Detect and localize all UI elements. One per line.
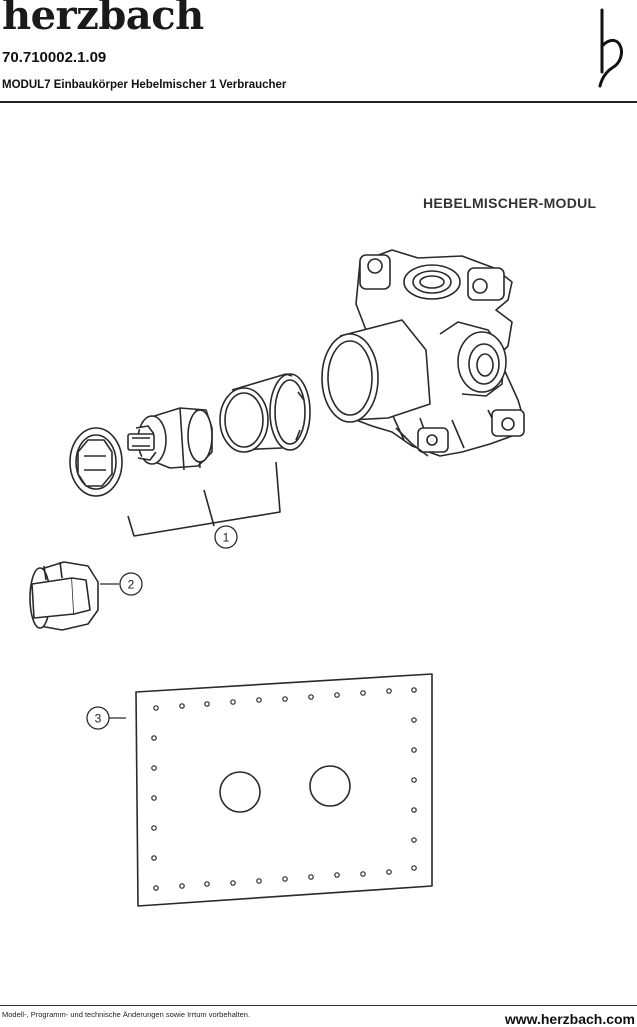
callout-1-bracket bbox=[127, 461, 281, 537]
article-number: 70.710002.1.09 bbox=[2, 49, 107, 66]
footer-disclaimer: Modell-, Programm- und technische Änderu… bbox=[2, 1010, 251, 1019]
callout-2: 2 bbox=[100, 572, 143, 596]
footer-website[interactable]: www.herzbach.com bbox=[504, 1011, 635, 1027]
callout-2-number: 2 bbox=[128, 578, 135, 592]
module-label: HEBELMISCHER-MODUL bbox=[423, 195, 597, 211]
flush-plug bbox=[29, 561, 99, 631]
callout-3-number: 3 bbox=[95, 712, 102, 726]
brand-wordmark: herzbach bbox=[2, 0, 204, 39]
valve-body-front-cylinder bbox=[321, 319, 431, 423]
mixer-cartridge bbox=[127, 407, 213, 471]
plaster-protection-plate bbox=[135, 673, 433, 907]
callout-1-number: 1 bbox=[223, 531, 230, 545]
mounting-sleeve bbox=[219, 373, 311, 453]
callout-1: 1 bbox=[214, 525, 238, 549]
hex-bonnet-nut bbox=[69, 427, 123, 497]
header-divider bbox=[0, 101, 637, 103]
plate-holes bbox=[151, 687, 417, 891]
callout-3: 3 bbox=[86, 706, 126, 730]
product-title: MODUL7 Einbaukörper Hebelmischer 1 Verbr… bbox=[2, 79, 287, 91]
herzbach-h-logo-icon bbox=[598, 8, 623, 88]
footer-divider bbox=[0, 1005, 637, 1006]
